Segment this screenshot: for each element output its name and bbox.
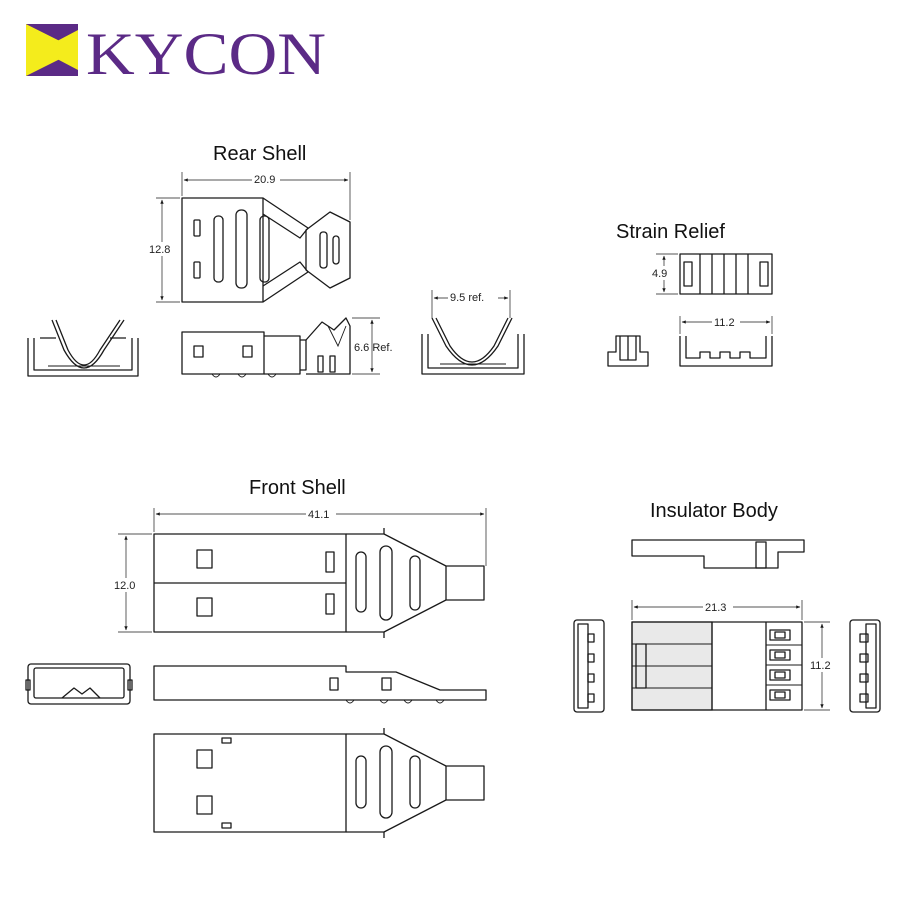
strain-relief-front-view xyxy=(679,336,773,367)
rear-shell-ref-height-label: 6.6 Ref. xyxy=(354,342,393,354)
front-shell-height-dimension: 12.0 xyxy=(112,533,152,633)
insulator-body-width-label: 21.3 xyxy=(705,602,726,614)
strain-relief-height-dimension: 4.9 xyxy=(650,253,678,295)
insulator-body-title: Insulator Body xyxy=(650,500,778,522)
strain-relief-top-view xyxy=(679,253,773,295)
front-shell-bottom-view xyxy=(153,728,485,838)
insulator-body-height-label: 11.2 xyxy=(810,660,831,672)
rear-shell-top-view xyxy=(181,197,351,303)
strain-relief-height-label: 4.9 xyxy=(652,268,667,280)
rear-shell-width-label: 20.9 xyxy=(254,174,275,186)
insulator-body-right-end-view xyxy=(849,619,881,713)
front-shell-height-label: 12.0 xyxy=(114,580,135,592)
rear-shell-height-label: 12.8 xyxy=(149,244,170,256)
front-shell-title: Front Shell xyxy=(249,477,346,499)
front-shell-width-dimension: 41.1 xyxy=(153,506,487,566)
insulator-body-height-dimension: 11.2 xyxy=(804,621,836,711)
strain-relief-title: Strain Relief xyxy=(616,221,725,243)
rear-shell-end-view xyxy=(421,317,525,375)
rear-shell-ref-height-dimension: 6.6 Ref. xyxy=(352,317,393,375)
front-shell-side-view xyxy=(153,665,487,704)
rear-shell-ref-width-dimension: 9.5 ref. xyxy=(431,290,511,318)
rear-shell-side-view xyxy=(181,317,351,378)
insulator-body-side-view xyxy=(631,539,805,569)
rear-shell-width-dimension: 20.9 xyxy=(181,172,351,220)
rear-shell-height-dimension: 12.8 xyxy=(148,197,180,303)
front-shell-width-label: 41.1 xyxy=(308,509,329,521)
front-shell-end-view xyxy=(25,663,133,705)
rear-shell-front-view xyxy=(27,319,139,377)
insulator-body-left-end-view xyxy=(573,619,605,713)
rear-shell-ref-width-label: 9.5 ref. xyxy=(450,292,484,304)
strain-relief-width-dimension: 11.2 xyxy=(679,314,773,334)
brand-name: KYCON xyxy=(86,21,326,87)
rear-shell-title: Rear Shell xyxy=(213,143,306,165)
insulator-body-width-dimension: 21.3 xyxy=(631,599,803,620)
strain-relief-width-label: 11.2 xyxy=(714,317,735,329)
insulator-body-top-view xyxy=(631,621,803,711)
strain-relief-side-view xyxy=(607,335,649,367)
logo-mark xyxy=(26,24,78,76)
kycon-logo: KYCON xyxy=(26,21,326,87)
front-shell-top-view xyxy=(153,528,485,638)
